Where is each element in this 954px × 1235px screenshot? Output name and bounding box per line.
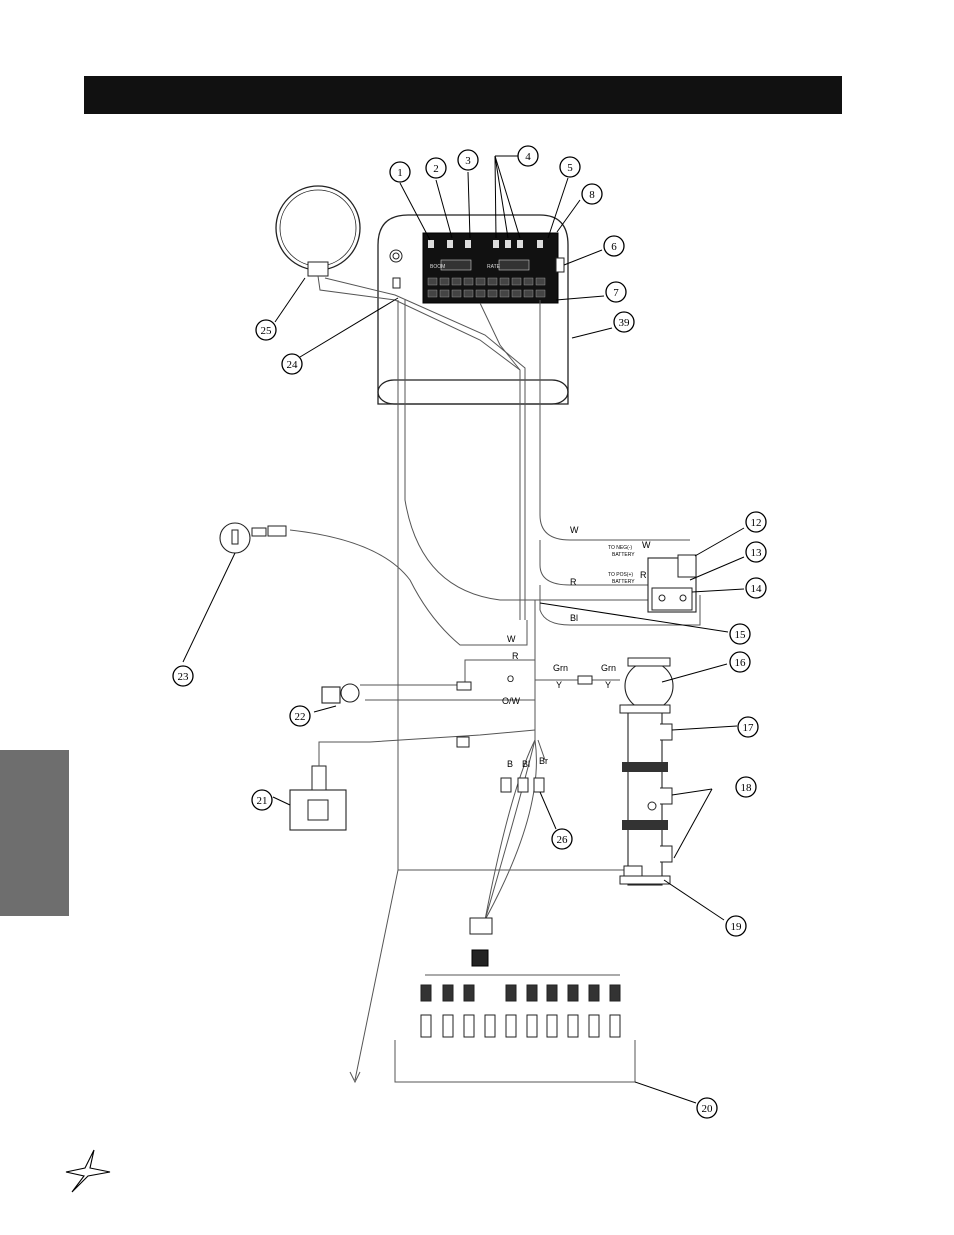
svg-text:1: 1 bbox=[397, 167, 403, 179]
boom-nozzles bbox=[420, 1014, 621, 1038]
wire-label-w-neg: W bbox=[642, 540, 651, 550]
callout-39: 39 bbox=[613, 311, 635, 333]
callout-1: 1 bbox=[389, 161, 411, 183]
battery-neg-line1: TO NEG(-) bbox=[608, 545, 632, 551]
callout-2: 2 bbox=[425, 157, 447, 179]
callout-7: 7 bbox=[605, 281, 627, 303]
svg-text:19: 19 bbox=[731, 921, 743, 933]
valve-body bbox=[627, 704, 663, 886]
battery-pos-line2: BATTERY bbox=[612, 579, 635, 585]
svg-text:2: 2 bbox=[433, 163, 439, 175]
svg-text:22: 22 bbox=[295, 711, 306, 723]
svg-text:12: 12 bbox=[751, 517, 762, 529]
svg-text:18: 18 bbox=[741, 782, 753, 794]
wire-label-r-mid: R bbox=[512, 651, 519, 661]
svg-text:5: 5 bbox=[567, 162, 573, 174]
callout-25: 25 bbox=[255, 319, 277, 341]
callout-4: 4 bbox=[517, 145, 539, 167]
wire-label-bl: Bl bbox=[522, 759, 530, 769]
pressure-gauge bbox=[624, 661, 674, 711]
svg-text:6: 6 bbox=[611, 241, 617, 253]
wire-label-y-right: Y bbox=[605, 680, 611, 690]
console-switches bbox=[428, 240, 543, 248]
battery-pos-line1: TO POS(+) bbox=[608, 572, 633, 578]
wire-label-o: O bbox=[507, 674, 514, 684]
svg-text:17: 17 bbox=[743, 722, 755, 734]
wire-label-grn-right: Grn bbox=[601, 663, 616, 673]
callout-17: 17 bbox=[737, 716, 759, 738]
callout-15: 15 bbox=[729, 623, 751, 645]
callout-8: 8 bbox=[581, 183, 603, 205]
callout-22: 22 bbox=[289, 705, 311, 727]
callout-24: 24 bbox=[281, 353, 303, 375]
gauge bbox=[275, 185, 361, 271]
svg-text:15: 15 bbox=[735, 629, 747, 641]
callout-3: 3 bbox=[457, 149, 479, 171]
boom-valves bbox=[420, 984, 621, 1002]
wire-label-br: Br bbox=[539, 756, 548, 766]
svg-text:23: 23 bbox=[178, 671, 190, 683]
callout-12: 12 bbox=[745, 511, 767, 533]
callout-23: 23 bbox=[172, 665, 194, 687]
callout-21: 21 bbox=[251, 789, 273, 811]
callout-5: 5 bbox=[559, 156, 581, 178]
wire-label-grn-left: Grn bbox=[553, 663, 568, 673]
callout-26: 26 bbox=[551, 828, 573, 850]
header-bar bbox=[84, 76, 842, 114]
svg-text:4: 4 bbox=[525, 151, 531, 163]
wire-label-r-pos: R bbox=[640, 570, 647, 580]
callout-19: 19 bbox=[725, 915, 747, 937]
svg-text:13: 13 bbox=[751, 547, 763, 559]
battery-neg-line2: BATTERY bbox=[612, 552, 635, 558]
wire-label-w-top: W bbox=[570, 525, 579, 535]
svg-text:8: 8 bbox=[589, 189, 595, 201]
wire-label-w-mid: W bbox=[507, 634, 516, 644]
console-housing-bottom bbox=[377, 379, 569, 405]
svg-text:20: 20 bbox=[702, 1103, 714, 1115]
boom-display bbox=[440, 259, 472, 271]
svg-text:3: 3 bbox=[465, 155, 471, 167]
callout-20: 20 bbox=[696, 1097, 718, 1119]
pressure-switch bbox=[321, 686, 341, 704]
callout-14: 14 bbox=[745, 577, 767, 599]
svg-text:16: 16 bbox=[735, 657, 747, 669]
arrow-icon bbox=[349, 1071, 361, 1084]
wire-label-bl-top: Bl bbox=[570, 613, 578, 623]
callout-18: 18 bbox=[735, 776, 757, 798]
svg-text:26: 26 bbox=[557, 834, 569, 846]
svg-text:7: 7 bbox=[613, 287, 619, 299]
console-fuse bbox=[392, 277, 401, 289]
svg-text:25: 25 bbox=[261, 325, 273, 337]
rate-display bbox=[498, 259, 530, 271]
wire-label-ow: O/W bbox=[502, 696, 521, 706]
gauge-mount bbox=[307, 261, 329, 277]
svg-text:21: 21 bbox=[257, 795, 268, 807]
callout-6: 6 bbox=[603, 235, 625, 257]
console-keypad bbox=[427, 277, 546, 298]
rate-label: RATE bbox=[487, 264, 501, 270]
wire-label-b: B bbox=[507, 759, 513, 769]
side-tab bbox=[0, 750, 69, 916]
callout-13: 13 bbox=[745, 541, 767, 563]
logo-star-icon bbox=[65, 1149, 111, 1193]
wire-label-y-left: Y bbox=[556, 680, 562, 690]
wire-label-r-top: R bbox=[570, 577, 577, 587]
callout-16: 16 bbox=[729, 651, 751, 673]
console-connector bbox=[555, 257, 565, 273]
boom-label: BOOM bbox=[430, 264, 445, 270]
svg-text:24: 24 bbox=[287, 359, 299, 371]
svg-text:39: 39 bbox=[619, 317, 631, 329]
svg-text:14: 14 bbox=[751, 583, 763, 595]
console-knob bbox=[389, 249, 403, 263]
